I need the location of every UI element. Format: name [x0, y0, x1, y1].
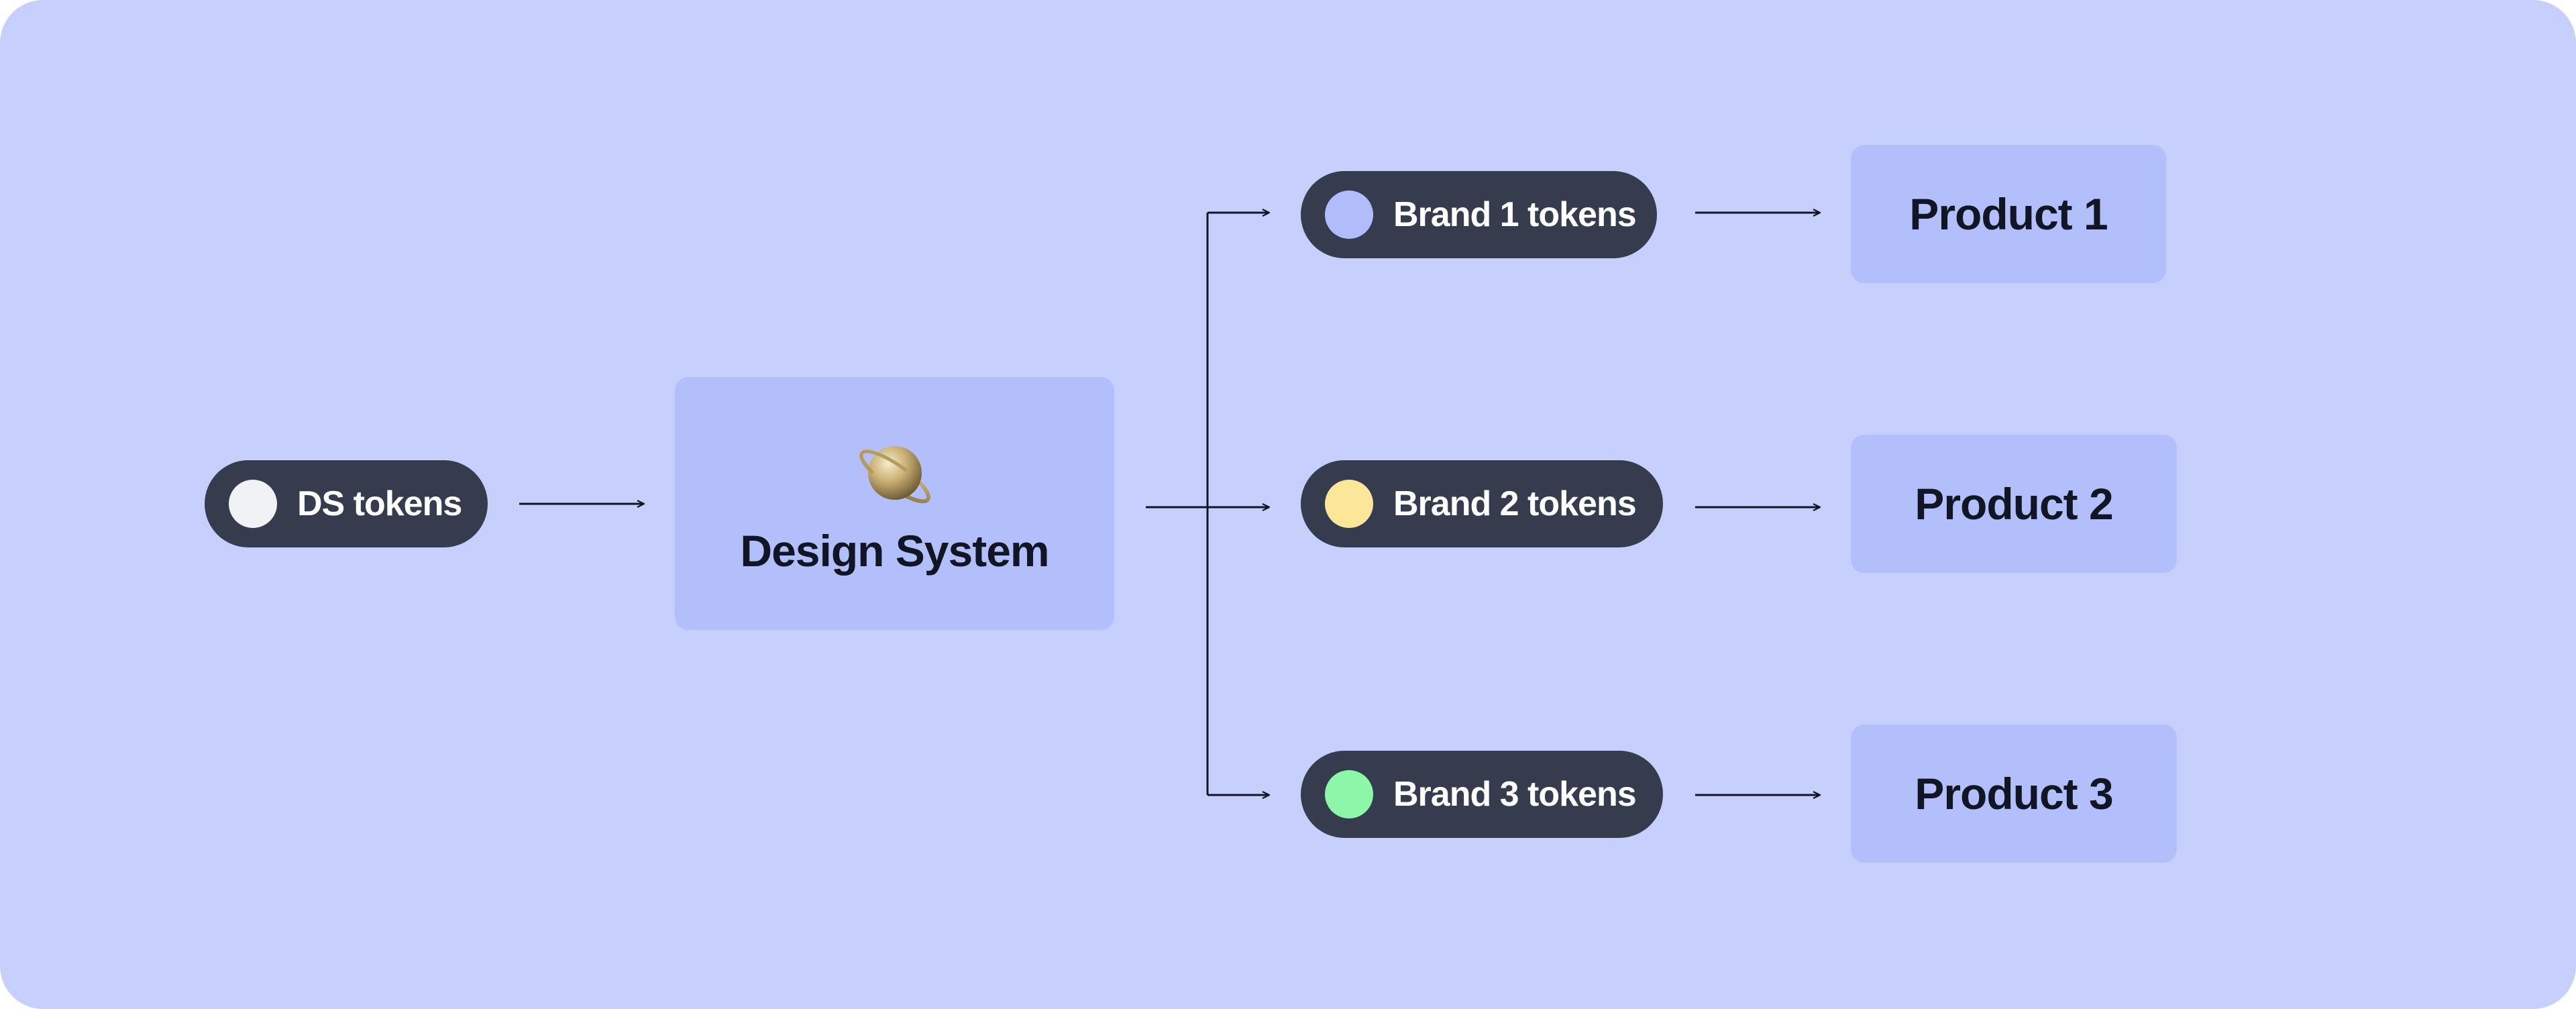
product-2-box: Product 2	[1851, 435, 2177, 573]
ds-tokens-pill: DS tokens	[205, 460, 488, 547]
ds-tokens-dot	[229, 480, 277, 528]
product-3-box: Product 3	[1851, 725, 2177, 863]
product-2-label: Product 2	[1915, 479, 2113, 529]
brand-1-dot	[1325, 191, 1373, 239]
product-1-label: Product 1	[1909, 189, 2108, 239]
ds-tokens-label: DS tokens	[297, 484, 462, 523]
brand-2-tokens-pill: Brand 2 tokens	[1301, 460, 1663, 547]
brand-1-tokens-label: Brand 1 tokens	[1393, 195, 1637, 234]
brand-3-tokens-pill: Brand 3 tokens	[1301, 751, 1663, 838]
brand-2-tokens-label: Brand 2 tokens	[1393, 484, 1637, 523]
brand-3-dot	[1325, 770, 1373, 818]
saturn-planet-icon	[859, 445, 930, 503]
brand-3-tokens-label: Brand 3 tokens	[1393, 775, 1637, 814]
brand-2-dot	[1325, 480, 1373, 528]
brand-1-tokens-pill: Brand 1 tokens	[1301, 171, 1657, 258]
product-1-box: Product 1	[1851, 145, 2166, 283]
design-system-box: Design System	[675, 377, 1114, 630]
design-system-label: Design System	[740, 525, 1049, 576]
product-3-label: Product 3	[1915, 769, 2113, 818]
